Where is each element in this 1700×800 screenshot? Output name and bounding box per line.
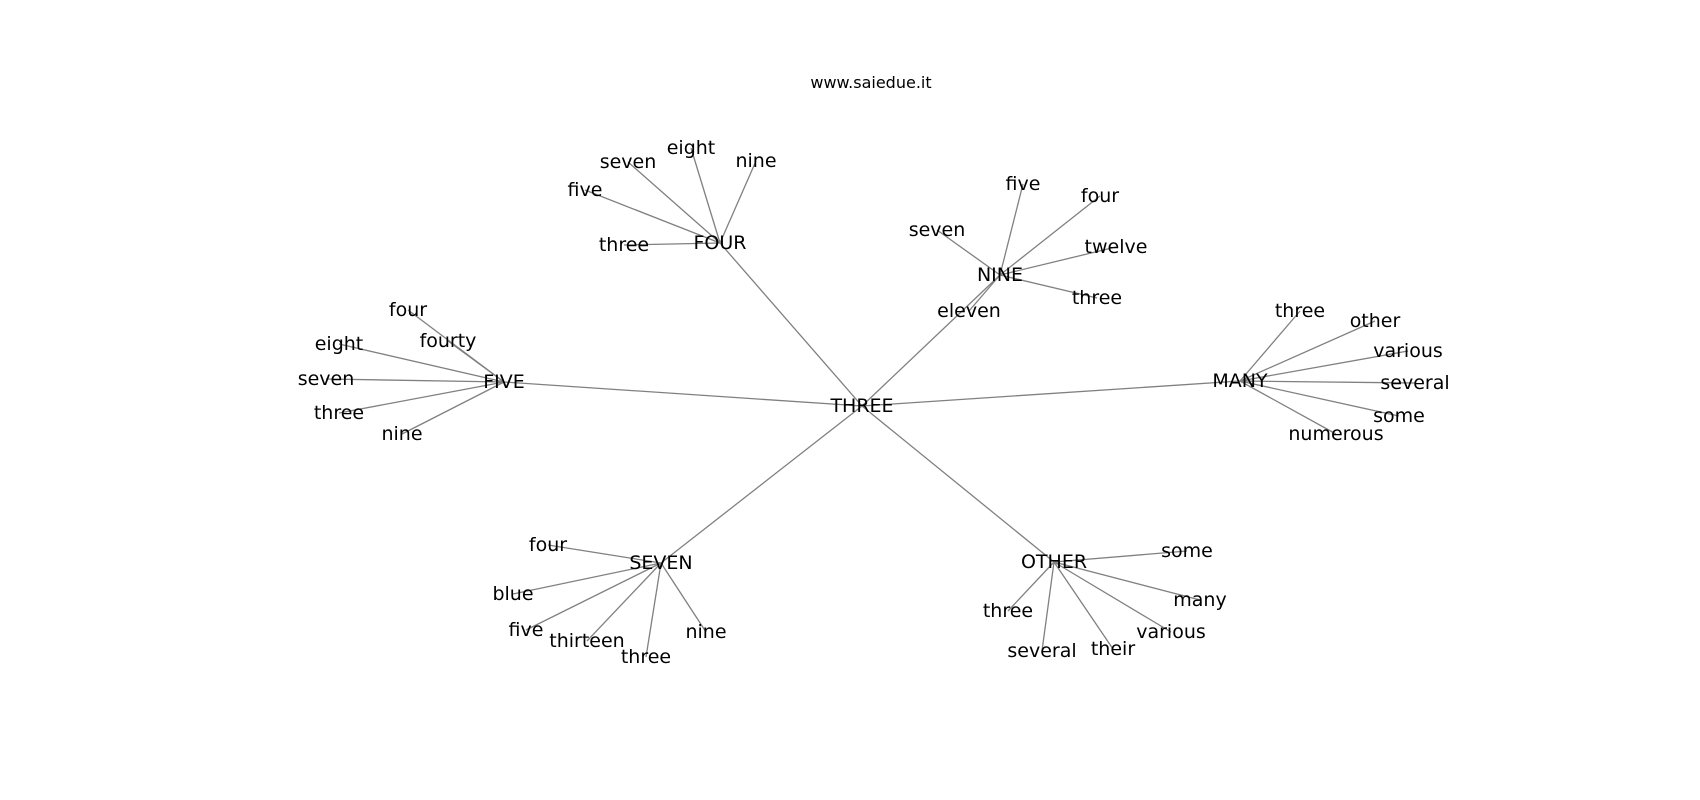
node-leaf-other-various-label: various [1136,621,1206,643]
edge-other-several [1041,561,1055,652]
edge-nine-four [999,195,1101,276]
node-leaf-nine-twelve-label: twelve [1085,236,1148,258]
node-leaf-many-three-label: three [1275,300,1325,322]
edge-seven-three [645,562,662,658]
edges-layer [325,147,1416,658]
node-leaf-five-eight-label: eight [315,333,364,355]
edge-seven-four [547,544,662,564]
node-leaf-four-seven-label: seven [600,151,657,173]
labels-layer: THREEFOURthreefiveseveneightnineNINEseve… [298,137,1450,668]
node-leaf-seven-blue-label: blue [492,583,533,605]
edge-seven-thirteen [586,562,662,642]
node-group-four-label: FOUR [694,232,747,254]
edge-many-numerous [1239,380,1337,435]
node-group-nine-label: NINE [977,264,1023,286]
node-leaf-many-various-label: various [1373,340,1443,362]
node-leaf-other-three-label: three [983,600,1033,622]
edge-root-many [861,380,1241,407]
edge-other-their [1053,561,1114,650]
node-leaf-four-three-label: three [599,234,649,256]
node-leaf-nine-seven-label: seven [909,219,966,241]
edge-root-four [719,242,863,407]
node-group-five-label: FIVE [483,371,525,393]
node-root-label: THREE [829,395,893,417]
node-leaf-other-many-label: many [1173,589,1226,611]
node-leaf-four-nine-label: nine [735,150,776,172]
node-leaf-nine-four-label: four [1081,185,1119,207]
edge-four-seven [627,161,721,244]
node-leaf-five-nine-label: nine [381,423,422,445]
edge-four-eight [690,147,721,244]
node-leaf-many-numerous-label: numerous [1288,423,1383,445]
edge-many-three [1239,310,1301,382]
node-leaf-other-several-label: several [1007,640,1076,662]
node-group-other-label: OTHER [1021,551,1087,573]
edge-nine-twelve [999,246,1117,276]
site-watermark-label: www.saiedue.it [810,73,931,92]
node-group-seven-label: SEVEN [629,552,692,574]
edge-seven-five [525,562,662,631]
node-leaf-seven-four-label: four [529,534,567,556]
node-group-many-label: MANY [1212,370,1268,392]
edge-root-other [861,405,1055,563]
edge-other-many [1053,561,1201,601]
node-leaf-seven-three-label: three [621,646,671,668]
edge-five-nine [401,381,505,435]
edge-other-various [1053,561,1172,633]
edge-seven-blue [512,562,662,595]
node-leaf-seven-thirteen-label: thirteen [549,630,624,652]
node-leaf-many-some-label: some [1373,405,1425,427]
node-leaf-nine-five-label: five [1006,173,1041,195]
node-leaf-four-five-label: five [568,179,603,201]
edge-five-seven [325,378,505,383]
node-leaf-nine-eleven-label: eleven [937,300,1001,322]
edge-many-various [1239,350,1409,382]
edge-seven-nine [660,562,707,633]
edge-other-three [1007,561,1055,612]
node-leaf-many-other-label: other [1350,310,1401,332]
edge-nine-seven [936,229,1001,276]
node-leaf-nine-three-label: three [1072,287,1122,309]
edge-many-several [1239,380,1416,384]
edge-five-three [338,381,505,414]
node-leaf-five-seven-label: seven [298,368,355,390]
edge-nine-eleven [968,274,1001,312]
edge-root-nine [861,274,1001,407]
node-leaf-five-three-label: three [314,402,364,424]
edge-four-five [584,189,721,244]
node-leaf-five-four-label: four [389,299,427,321]
edge-other-some [1053,550,1188,563]
node-leaf-four-eight-label: eight [667,137,716,159]
edge-five-eight [338,343,505,383]
edge-four-three [623,242,721,246]
edge-many-some [1239,380,1400,417]
node-leaf-many-several-label: several [1380,372,1449,394]
edge-nine-three [999,274,1098,299]
edge-five-fourty [447,340,505,383]
edge-many-other [1239,320,1376,382]
node-leaf-seven-nine-label: nine [685,621,726,643]
node-leaf-five-fourty-label: fourty [420,330,477,352]
edge-four-nine [719,160,757,244]
node-leaf-seven-five-label: five [509,619,544,641]
edge-root-seven [660,405,863,564]
edge-nine-five [999,183,1024,276]
node-leaf-other-some-label: some [1161,540,1213,562]
edge-root-five [503,381,863,407]
node-leaf-other-their-label: their [1091,638,1135,660]
